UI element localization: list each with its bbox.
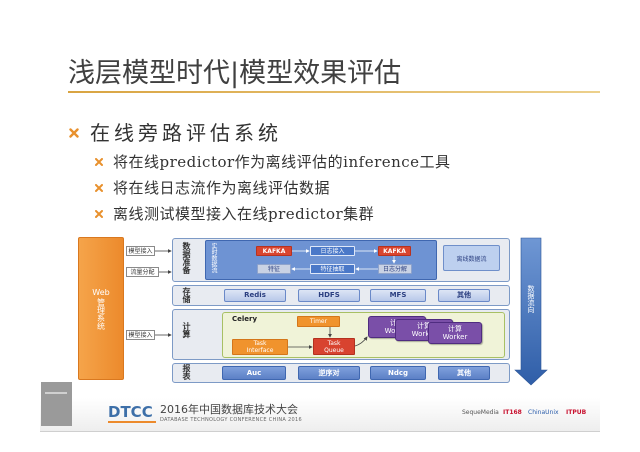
sub-bullet-text: 将在线日志流作为离线评估数据 — [113, 179, 331, 197]
celery-label: Celery — [232, 315, 258, 323]
web-box-label-cn: 管理系统 — [96, 297, 106, 330]
sponsor-logo: ChinaUnix — [528, 409, 559, 416]
row-label-report: 报表 — [182, 364, 191, 380]
link-label-model-access: 模型接入 — [126, 246, 155, 256]
sponsor-logo: SequeMedia — [462, 409, 499, 416]
offline-stream-label: 离线数据流 — [456, 255, 487, 263]
task-queue-line1: Task — [327, 339, 341, 347]
storage-mfs: MFS — [370, 289, 426, 302]
storage-hdfs: HDFS — [298, 289, 360, 302]
x-mark-icon — [95, 210, 103, 218]
dtcc-logo: DTCC — [108, 403, 153, 421]
sponsor-logo: IT168 — [503, 409, 522, 416]
kafka-box: KAFKA — [378, 246, 411, 256]
link-label-traffic-split: 流量分配 — [126, 267, 159, 277]
task-interface-box: Task Interface — [232, 339, 288, 355]
kafka-box: KAFKA — [256, 246, 292, 256]
worker-box: 计算 Worker — [428, 322, 482, 344]
worker-line2: Worker — [411, 330, 437, 338]
task-interface-line2: Interface — [246, 347, 274, 354]
sponsor-logo: ITPUB — [566, 409, 587, 416]
worker-line1: 计算 — [448, 325, 462, 333]
conference-name-en: DATABASE TECHNOLOGY CONFERENCE CHINA 201… — [160, 417, 302, 423]
task-interface-line1: Task — [253, 340, 267, 347]
timer-box: Timer — [297, 316, 340, 327]
offline-stream-box: 离线数据流 — [443, 245, 500, 271]
worker-line2: Worker — [442, 333, 468, 341]
sub-bullet-text: 离线测试模型接入在线predictor集群 — [113, 205, 375, 223]
web-management-box: Web 管理系统 — [78, 237, 124, 380]
flow-direction-label: 数据流向 — [527, 285, 535, 313]
row-label-storage: 存储 — [182, 287, 191, 303]
report-auc: Auc — [222, 366, 286, 380]
conference-name-cn: 2016年中国数据库技术大会 — [160, 403, 298, 416]
realtime-stream-label: 实时数据流 — [210, 243, 217, 273]
report-other: 其他 — [438, 366, 490, 380]
feature-extract-box: 特征抽取 — [310, 264, 355, 274]
main-bullet-text: 在线旁路评估系统 — [90, 121, 282, 145]
web-box-label-en: Web — [92, 287, 110, 297]
report-ndcg: Ndcg — [370, 366, 426, 380]
task-queue-line2: Queue — [324, 346, 344, 354]
x-mark-icon — [95, 184, 103, 192]
row-label-data-prep: 数据准备 — [182, 242, 191, 274]
feature-box: 特征 — [257, 264, 291, 274]
storage-redis: Redis — [224, 289, 286, 302]
x-mark-icon — [69, 128, 79, 138]
title-underline — [68, 91, 600, 93]
row-label-compute: 计算 — [182, 322, 191, 338]
link-label-model-access: 模型接入 — [126, 330, 155, 340]
report-inversions: 逆序对 — [298, 366, 360, 380]
footer-band — [40, 398, 600, 432]
sub-bullet-text: 将在线predictor作为离线评估的inference工具 — [113, 153, 451, 171]
worker-line1: 计算 — [417, 322, 431, 330]
slide-title: 浅层模型时代|模型效果评估 — [68, 58, 402, 89]
log-split-box: 日志分解 — [378, 264, 412, 274]
watermark-block — [41, 382, 72, 426]
task-queue-box: Task Queue — [313, 338, 355, 355]
dtcc-logo-accent — [108, 421, 156, 423]
watermark-line — [45, 392, 67, 394]
x-mark-icon — [95, 158, 103, 166]
storage-other: 其他 — [438, 289, 490, 302]
log-access-box: 日志接入 — [310, 246, 355, 256]
